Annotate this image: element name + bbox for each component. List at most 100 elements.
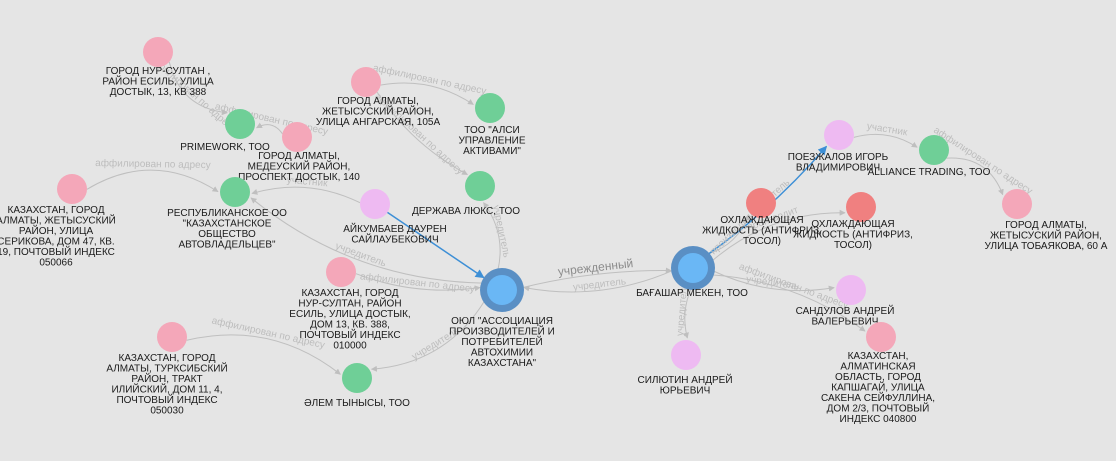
edge-line[interactable] — [86, 169, 219, 193]
company-circle[interactable] — [919, 135, 949, 165]
node-label-line: АЛМАТЫ, ТУРКСИБСКИЙ — [106, 362, 227, 375]
edge-n1-n2[interactable] — [168, 61, 228, 116]
address-circle[interactable] — [326, 257, 356, 287]
product-circle[interactable] — [846, 192, 876, 222]
address-circle[interactable] — [866, 322, 896, 352]
edge-n14-n11[interactable] — [523, 269, 674, 293]
edge-n11-n14[interactable] — [521, 267, 672, 289]
edge-n11-n8[interactable] — [250, 197, 484, 284]
node-label-line: ПОЧТОВЫЙ ИНДЕКС — [299, 328, 400, 341]
edge-n12-n13[interactable] — [186, 334, 341, 375]
edge-line[interactable] — [168, 61, 228, 116]
company-circle[interactable] — [465, 171, 495, 201]
node-label-line: ГОРОД НУР-СУЛТАН , — [106, 66, 210, 77]
edge-line[interactable] — [251, 186, 361, 204]
edge-n17-n18[interactable] — [853, 133, 918, 148]
address-circle[interactable] — [143, 37, 173, 67]
person-circle[interactable] — [360, 189, 390, 219]
edge-line[interactable] — [483, 202, 501, 271]
address-circle[interactable] — [157, 322, 187, 352]
edge-line[interactable] — [386, 211, 485, 279]
edge-label: аффилирован по адресу — [372, 62, 487, 97]
edge-n14-n22[interactable] — [683, 287, 692, 339]
company-node-n2[interactable]: PRIMEWORK, ТОО — [180, 109, 270, 153]
address-circle[interactable] — [282, 122, 312, 152]
edge-n14-n15[interactable] — [707, 214, 750, 255]
company-circle[interactable] — [342, 363, 372, 393]
edge-line[interactable] — [711, 209, 846, 262]
hub-circle[interactable] — [678, 253, 708, 283]
edge-n9-n8[interactable] — [251, 186, 361, 204]
address-circle[interactable] — [351, 67, 381, 97]
company-node-n18[interactable]: ALLIANCE TRADING, ТОО — [868, 135, 991, 178]
edge-line[interactable] — [853, 133, 918, 148]
edge-line[interactable] — [370, 300, 486, 372]
edge-line[interactable] — [707, 214, 750, 255]
edge-n3-n6[interactable] — [376, 91, 468, 175]
edge-n14-n21[interactable] — [711, 274, 866, 332]
node-label-line: ПОЕЗЖАЛОВ ИГОРЬ — [788, 152, 889, 163]
node-label-line: КАЗАХСТАНА" — [468, 358, 537, 369]
edge-n9-n11[interactable] — [386, 211, 485, 279]
address-circle[interactable] — [57, 174, 87, 204]
node-label-line: БАҒАШАР МЕКЕН, ТОО — [636, 288, 748, 299]
edge-n14-n16[interactable] — [711, 209, 846, 262]
edge-n5-n2[interactable] — [256, 122, 283, 134]
edge-line[interactable] — [250, 197, 484, 284]
node-label-line: РАЙОН ЕСИЛЬ, УЛИЦА — [102, 75, 214, 88]
person-circle[interactable] — [836, 275, 866, 305]
company-node-n13[interactable]: ӘЛЕМ ТЫНЫСЫ, ТОО — [304, 363, 410, 409]
person-circle[interactable] — [824, 120, 854, 150]
edge-line[interactable] — [355, 273, 481, 292]
edge-line[interactable] — [711, 274, 866, 332]
node-label-line: РАЙОН, ТРАКТ — [131, 372, 202, 385]
hub-circle[interactable] — [487, 275, 517, 305]
company-circle[interactable] — [475, 93, 505, 123]
edge-n7-n8[interactable] — [86, 169, 219, 193]
edge-n10-n11[interactable] — [355, 273, 481, 292]
address-node-n3[interactable]: ГОРОД АЛМАТЫ,ЖЕТЫСУСКИЙ РАЙОН,УЛИЦА АНГА… — [316, 67, 441, 128]
hub-node-n14[interactable]: БАҒАШАР МЕКЕН, ТОО — [636, 246, 748, 299]
edge-line[interactable] — [523, 269, 674, 293]
node-label-line: САНДУЛОВ АНДРЕЙ — [796, 304, 895, 317]
edge-line[interactable] — [946, 157, 1004, 196]
edge-n11-n13[interactable] — [370, 300, 486, 372]
edge-n11-n6[interactable] — [483, 202, 501, 271]
company-circle[interactable] — [220, 177, 250, 207]
address-node-n19[interactable]: ГОРОД АЛМАТЫ,ЖЕТЫСУСКИЙ РАЙОН,УЛИЦА ТОБА… — [985, 189, 1108, 252]
product-circle[interactable] — [746, 188, 776, 218]
node-label-line: УЛИЦА ТОБАЯКОВА, 60 А — [985, 241, 1108, 252]
edge-n3-n4[interactable] — [380, 82, 474, 105]
edge-line[interactable] — [256, 122, 283, 134]
address-circle[interactable] — [1002, 189, 1032, 219]
person-circle[interactable] — [671, 340, 701, 370]
edge-line[interactable] — [186, 334, 341, 375]
edge-line[interactable] — [683, 287, 692, 339]
company-node-n6[interactable]: ДЕРЖАВА ЛЮКС, ТОО — [412, 171, 520, 217]
edge-line[interactable] — [380, 82, 474, 105]
edge-line[interactable] — [376, 91, 468, 175]
company-circle[interactable] — [225, 109, 255, 139]
edge-line[interactable] — [521, 267, 672, 289]
node-label-line: ДОМ 13, КВ. 388, — [310, 320, 390, 331]
address-node-n5[interactable]: ГОРОД АЛМАТЫ,МЕДЕУСКИЙ РАЙОН,ПРОСПЕКТ ДО… — [238, 122, 360, 183]
edge-n18-n19[interactable] — [946, 157, 1004, 196]
